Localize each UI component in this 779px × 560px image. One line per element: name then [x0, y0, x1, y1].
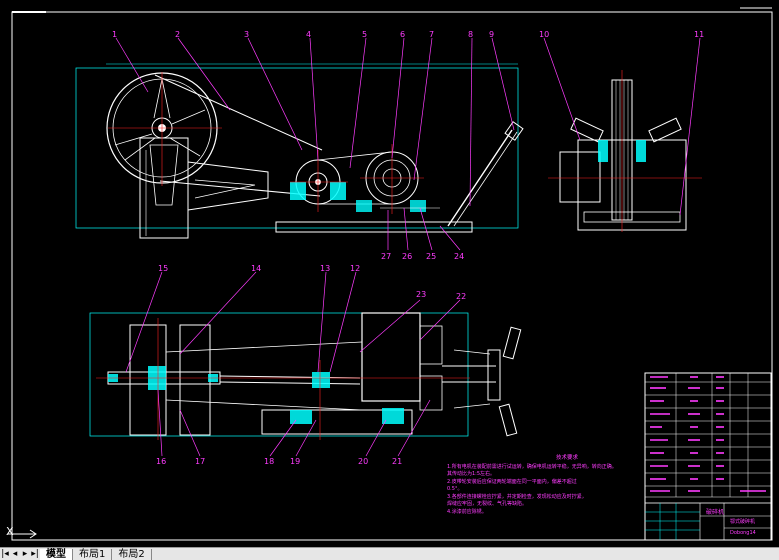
ucs-label: X: [6, 525, 14, 538]
note-line: 焊缝应牢固，无裂纹、气孔等缺陷。: [447, 501, 528, 507]
callout-number: 16: [156, 457, 167, 466]
callout-number: 14: [251, 264, 262, 273]
title-block: [644, 372, 772, 541]
callout-number: 17: [195, 457, 206, 466]
note-line: 3.各部件连接螺栓应拧紧，并定期检查，发现松动应及时拧紧，: [447, 493, 587, 500]
callout-number: 19: [290, 457, 301, 466]
callout-number: 11: [694, 30, 705, 39]
callout-number: 24: [454, 252, 465, 261]
callout-number: 18: [264, 457, 275, 466]
cad-drawing: [8, 7, 773, 541]
title-block-name: 破碎机: [706, 509, 725, 516]
note-line: 2.皮带轮安装后应保证两轮端面在同一平面内，偏差不超过: [447, 478, 577, 485]
callout-number: 23: [416, 290, 427, 299]
callout-number: 13: [320, 264, 331, 273]
tab-model[interactable]: 模型: [40, 548, 73, 560]
note-line: 0.5°。: [447, 486, 463, 492]
callout-number: 22: [456, 292, 467, 301]
callout-number: 7: [429, 30, 435, 39]
note-line: 其传动比为1:5左右。: [447, 471, 496, 477]
title-block-company: 鄂式破碎机: [730, 519, 756, 525]
note-line: 1.所有电机在装配前需进行试运转，确保电机运转平稳，无异响，转向正确。: [447, 463, 617, 470]
callout-number: 25: [426, 252, 437, 261]
callout-number: 1: [112, 30, 118, 39]
tab-layout-2[interactable]: 布局2: [112, 548, 152, 560]
callout-number: 9: [489, 30, 495, 39]
tab-layout-1[interactable]: 布局1: [73, 548, 113, 560]
callout-number: 21: [392, 457, 403, 466]
callout-number: 3: [244, 30, 250, 39]
callout-number: 5: [362, 30, 368, 39]
callout-number: 2: [175, 30, 181, 39]
callout-number: 20: [358, 457, 369, 466]
tab-nav-last-icon[interactable]: ▸|: [31, 549, 39, 559]
callout-number: 10: [539, 30, 550, 39]
tab-nav-next-icon[interactable]: ▸: [22, 549, 28, 559]
callout-number: 12: [350, 264, 361, 273]
drawing-border: [11, 11, 773, 541]
callout-number: 6: [400, 30, 406, 39]
callout-number: 15: [158, 264, 169, 273]
callout-number: 4: [306, 30, 312, 39]
title-block-code: Dobong14: [730, 530, 756, 536]
callout-number: 26: [402, 252, 413, 261]
plan-view: [89, 312, 522, 440]
ucs-icon: [8, 529, 37, 539]
leader-lines: [115, 37, 701, 457]
note-line: 4.涂漆前应除锈。: [447, 508, 487, 515]
layout-tab-bar: |◂ ◂ ▸ ▸| 模型 布局1 布局2: [0, 547, 779, 560]
tab-nav-first-icon[interactable]: |◂: [1, 549, 9, 559]
side-view: [548, 70, 702, 232]
notes-title: 技术要求: [555, 455, 578, 461]
callout-number: 8: [468, 30, 474, 39]
tab-nav-prev-icon[interactable]: ◂: [12, 549, 18, 559]
front-view: [75, 63, 524, 239]
callout-number: 27: [381, 252, 392, 261]
technical-notes: 技术要求 1.所有电机在装配前需进行试运转，确保电机运转平稳，无异响，转向正确。…: [447, 455, 647, 516]
